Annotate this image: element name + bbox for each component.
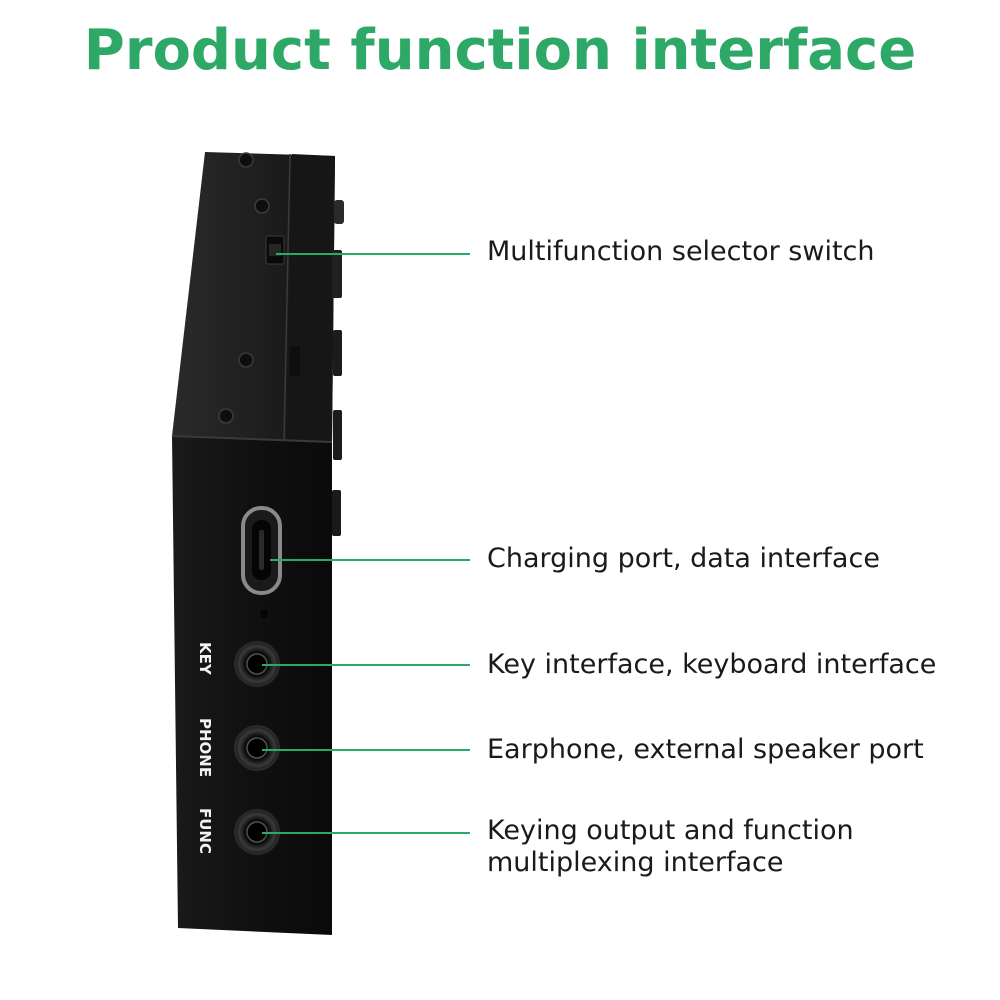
key-port-label: KEY [196, 642, 214, 676]
callout-label-earphone-port: Earphone, external speaker port [487, 734, 924, 765]
func-port-label: FUNC [196, 808, 214, 854]
callout-label-charging-port: Charging port, data interface [487, 543, 880, 574]
phone-port-label: PHONE [196, 718, 214, 777]
callout-label-key-interface: Key interface, keyboard interface [487, 649, 937, 680]
callout-label-keying-output-line-1: Keying output and function [487, 815, 854, 846]
callout-line-keying-output [262, 832, 470, 834]
device-top-face [172, 152, 335, 444]
page-title: Product function interface [83, 18, 917, 83]
callout-line-charging-port [270, 559, 470, 561]
screws [218, 152, 270, 424]
key-jack [234, 641, 280, 687]
callout-label-keying-output-line-2: multiplexing interface [487, 847, 784, 878]
callout-label-selector-switch: Multifunction selector switch [487, 236, 875, 267]
usb-c-port [241, 506, 282, 595]
callout-line-earphone-port [262, 749, 470, 751]
selector-switch [265, 235, 285, 265]
callout-line-selector-switch [276, 253, 470, 255]
side-buttons [332, 200, 344, 536]
func-jack [234, 809, 280, 855]
phone-jack [234, 725, 280, 771]
callout-line-key-interface [262, 664, 470, 666]
callout-label-keying-output: Keying output and function multiplexing … [487, 815, 854, 879]
status-led [260, 610, 268, 618]
